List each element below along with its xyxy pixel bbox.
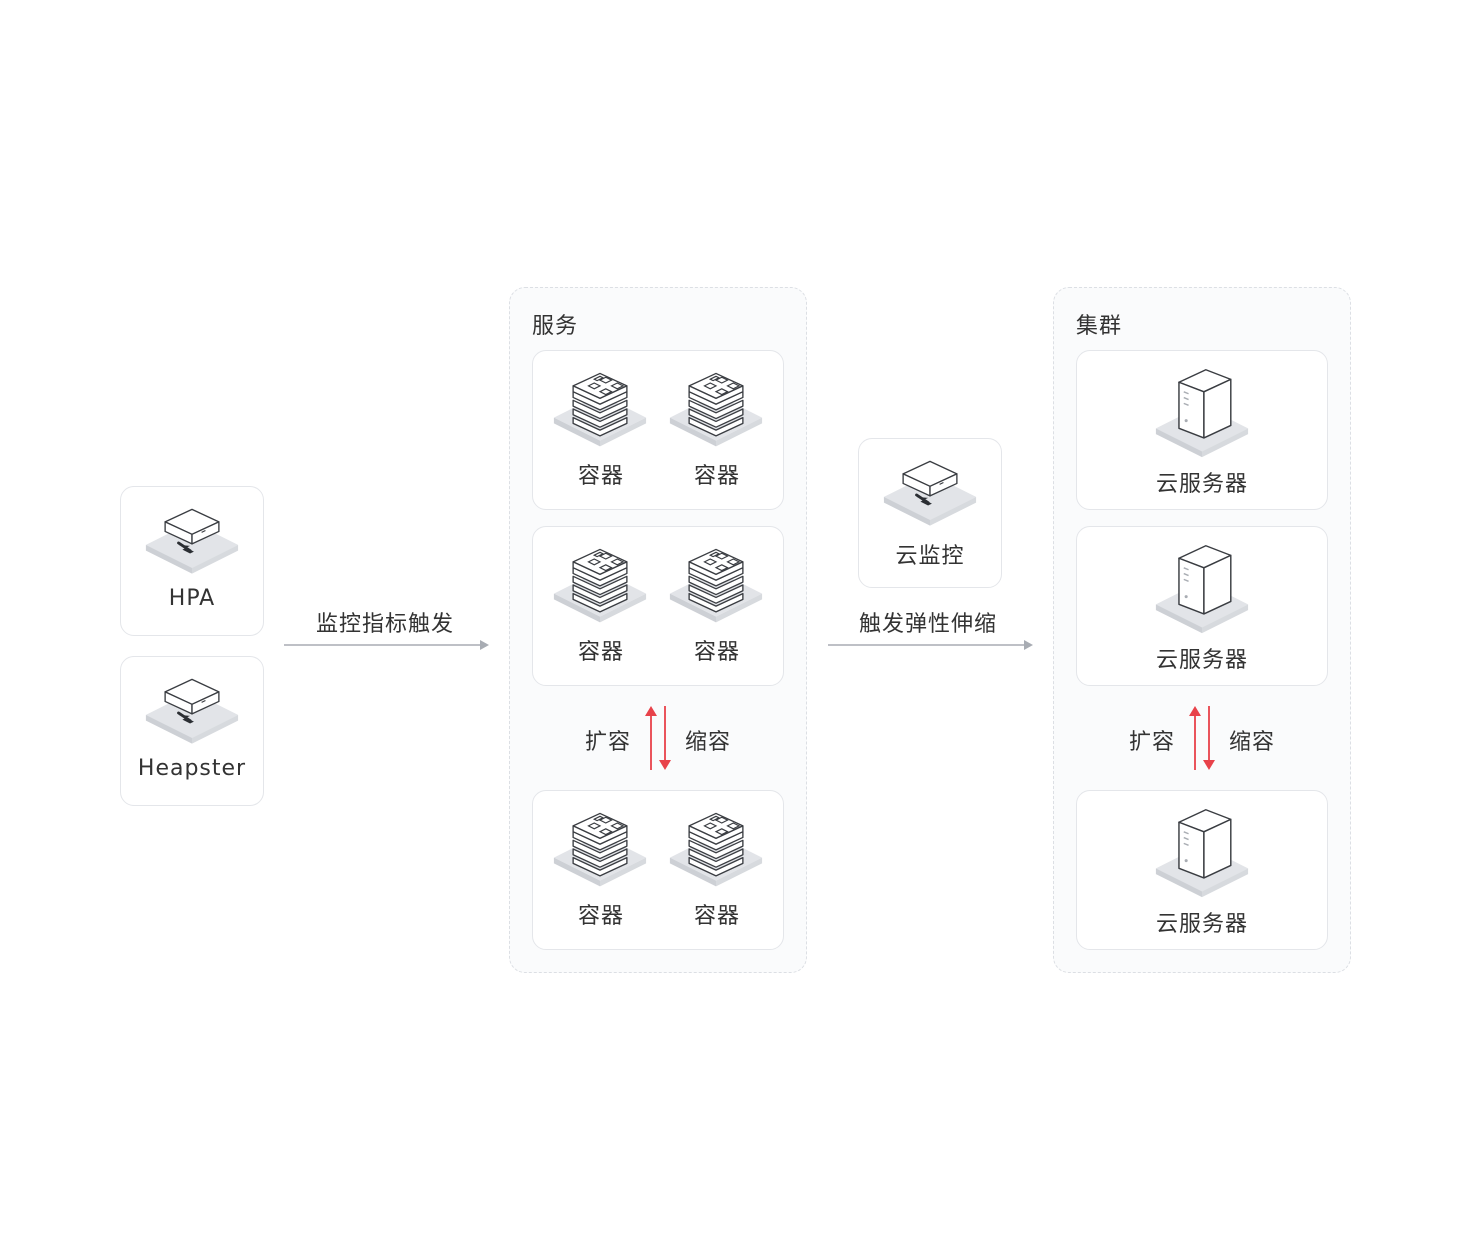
container-label: 容器 [693, 904, 741, 929]
arrow-right-icon [828, 638, 1034, 652]
cluster-scale-in-label: 缩容 [1228, 730, 1276, 755]
container-icon [552, 544, 648, 624]
service-scale-in-label: 缩容 [684, 730, 732, 755]
container-icon [668, 544, 764, 624]
container-icon [668, 808, 764, 888]
server-label: 云服务器 [1155, 912, 1249, 937]
container-icon [668, 368, 764, 448]
cloud-monitor-label: 云监控 [895, 544, 965, 569]
service-scale-out-label: 扩容 [584, 730, 632, 755]
hpa-label: HPA [168, 586, 216, 611]
server-icon [1154, 366, 1250, 458]
cluster-title: 集群 [1076, 314, 1123, 339]
server-label: 云服务器 [1155, 648, 1249, 673]
container-label: 容器 [577, 640, 625, 665]
heapster-device-icon [144, 678, 240, 746]
cluster-scale-out-label: 扩容 [1128, 730, 1176, 755]
scale-up-down-icon [643, 704, 673, 772]
cloud-monitor-device-icon [882, 460, 978, 528]
server-icon [1154, 542, 1250, 634]
container-label: 容器 [693, 640, 741, 665]
scale-up-down-icon [1187, 704, 1217, 772]
trigger-scaling-label: 触发弹性伸缩 [858, 612, 998, 637]
hpa-device-icon [144, 508, 240, 576]
container-label: 容器 [577, 904, 625, 929]
container-icon [552, 368, 648, 448]
container-label: 容器 [693, 464, 741, 489]
server-label: 云服务器 [1155, 472, 1249, 497]
heapster-label: Heapster [137, 756, 247, 781]
service-title: 服务 [532, 314, 579, 339]
monitor-trigger-label: 监控指标触发 [315, 612, 455, 637]
container-label: 容器 [577, 464, 625, 489]
arrow-right-icon [284, 638, 490, 652]
server-icon [1154, 806, 1250, 898]
container-icon [552, 808, 648, 888]
